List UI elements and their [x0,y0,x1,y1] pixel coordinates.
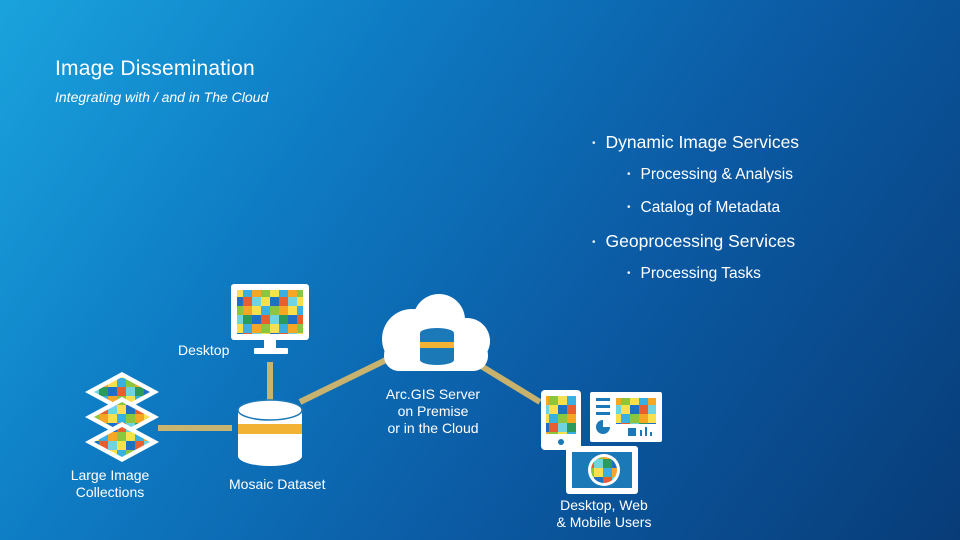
users-label: Desktop, Web & Mobile Users [556,497,652,530]
desktop-label: Desktop [178,342,230,358]
database-icon [237,399,303,466]
monitor-icon [231,284,309,354]
devices-icon [541,390,662,494]
bullet-geoprocessing-services: •Geoprocessing Services [592,231,796,251]
slide-subtitle: Integrating with / and in The Cloud [55,89,269,105]
bullet-icon: • [627,268,631,279]
bullet-icon: • [627,169,631,180]
cloud-icon [382,294,490,371]
image-stack-icon [85,372,159,462]
bullet-processing-analysis: •Processing & Analysis [627,166,794,183]
bullet-icon: • [592,138,596,149]
bullet-icon: • [592,237,596,248]
server-label: Arc.GIS Server on Premise or in the Clou… [385,386,481,436]
bullet-processing-tasks: •Processing Tasks [627,265,761,282]
bullet-icon: • [627,202,631,213]
bullet-dynamic-image-services: •Dynamic Image Services [592,132,800,152]
connector-mosaic-server [298,355,392,405]
slide-title: Image Dissemination [55,57,255,80]
mosaic-label: Mosaic Dataset [229,476,326,492]
bullet-catalog-metadata: •Catalog of Metadata [627,199,781,216]
collections-label: Large Image Collections [70,467,150,500]
